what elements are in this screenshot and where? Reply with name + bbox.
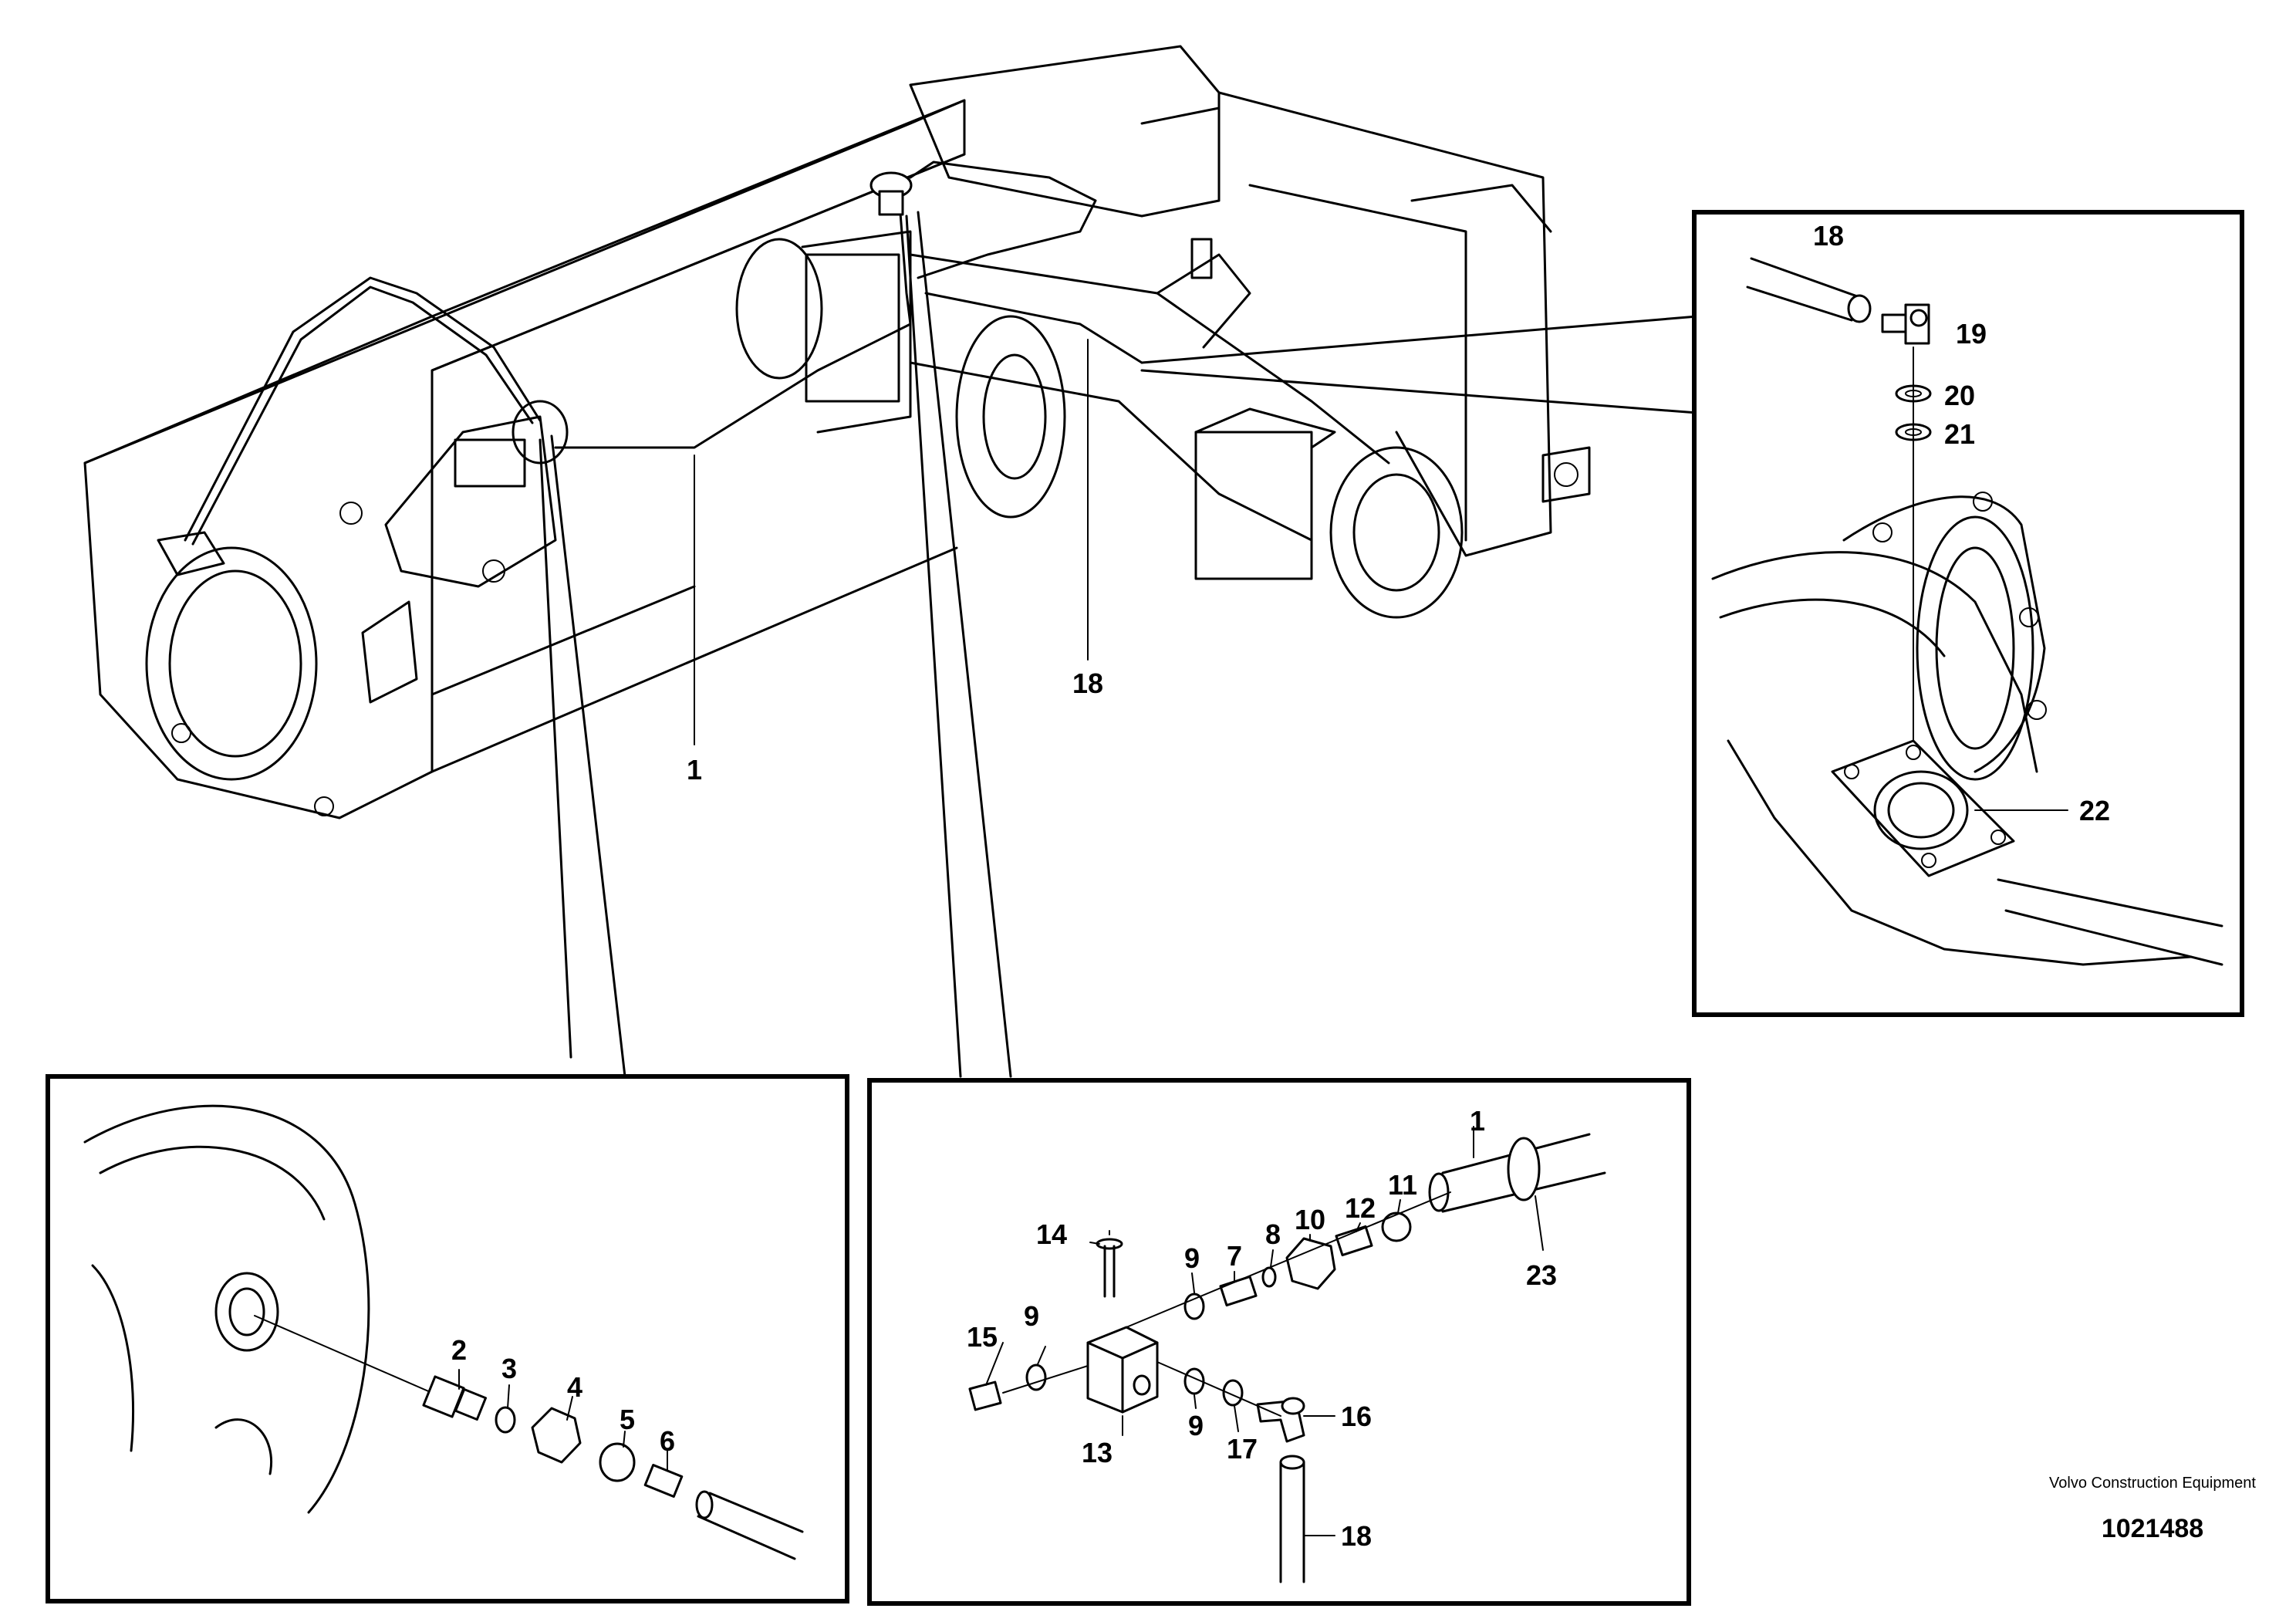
label-19: 19 bbox=[1956, 318, 1987, 350]
label-9: 9 bbox=[1024, 1300, 1039, 1332]
label-5: 5 bbox=[620, 1404, 635, 1435]
label-17: 17 bbox=[1227, 1433, 1258, 1465]
label-22: 22 bbox=[2079, 795, 2110, 826]
label-20: 20 bbox=[1944, 380, 1975, 411]
leaders-main bbox=[694, 339, 1089, 745]
label-9: 9 bbox=[1188, 1410, 1204, 1441]
label-18: 18 bbox=[1813, 220, 1844, 252]
label-3: 3 bbox=[501, 1353, 517, 1384]
detail-box-right bbox=[1692, 210, 2244, 1017]
label-23: 23 bbox=[1526, 1259, 1557, 1291]
frame-assembly bbox=[83, 45, 1591, 819]
label-8: 8 bbox=[1265, 1218, 1281, 1250]
label-2: 2 bbox=[451, 1334, 467, 1366]
label-18: 18 bbox=[1341, 1520, 1372, 1552]
label-15: 15 bbox=[967, 1321, 998, 1353]
label-18: 18 bbox=[1072, 667, 1103, 699]
label-10: 10 bbox=[1295, 1204, 1325, 1235]
label-4: 4 bbox=[567, 1371, 582, 1403]
callout-lines bbox=[539, 211, 1699, 1078]
label-11: 11 bbox=[1388, 1169, 1417, 1201]
label-6: 6 bbox=[660, 1425, 675, 1457]
label-13: 13 bbox=[1082, 1437, 1113, 1468]
drawing-number: 1021488 bbox=[2101, 1514, 2204, 1543]
label-9: 9 bbox=[1184, 1242, 1200, 1274]
label-14: 14 bbox=[1036, 1218, 1067, 1250]
detail-box-middle bbox=[867, 1078, 1691, 1606]
brand-text: Volvo Construction Equipment bbox=[2049, 1475, 2256, 1492]
detail-box-left bbox=[46, 1074, 849, 1603]
label-16: 16 bbox=[1341, 1401, 1372, 1432]
label-21: 21 bbox=[1944, 418, 1975, 450]
label-12: 12 bbox=[1345, 1192, 1376, 1224]
label-1: 1 bbox=[1470, 1105, 1485, 1137]
label-7: 7 bbox=[1227, 1240, 1242, 1272]
label-1: 1 bbox=[687, 754, 702, 786]
